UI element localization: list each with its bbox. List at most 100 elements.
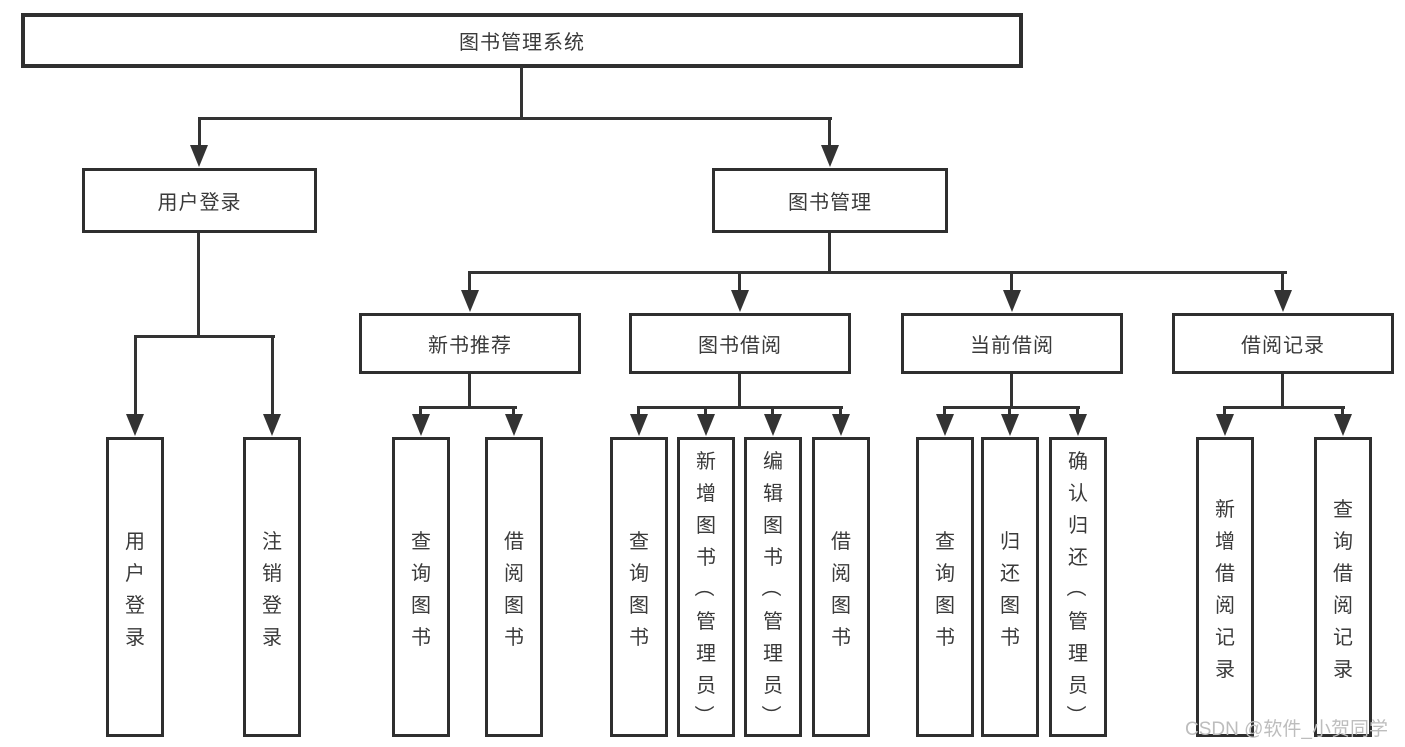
vertical-char: 编: [763, 450, 783, 473]
vertical-char: ）: [1064, 705, 1087, 725]
connector-recommend-trunk: [468, 374, 471, 408]
vertical-char: 图: [696, 514, 716, 537]
vertical-char: 借: [504, 530, 524, 553]
connector-stem: [839, 406, 842, 416]
vertical-char: 员: [1068, 674, 1088, 697]
vertical-char: （: [1064, 577, 1087, 597]
vertical-char: 书: [763, 546, 783, 569]
vertical-char: 询: [629, 562, 649, 585]
arrowhead-icon: [1274, 290, 1292, 312]
vertical-char: 还: [1068, 546, 1088, 569]
connector-borrow-trunk: [738, 374, 741, 408]
vertical-char: 查: [411, 530, 431, 553]
connector-stem: [134, 335, 137, 415]
arrowhead-icon: [936, 414, 954, 436]
vertical-char: 阅: [831, 562, 851, 585]
node-current-borrow: 当前借阅: [901, 313, 1123, 374]
connector-bookmgmt-trunk: [828, 233, 831, 274]
connector-stem: [771, 406, 774, 416]
arrowhead-icon: [832, 414, 850, 436]
connector-stem: [198, 117, 201, 149]
connector-current-split: [943, 406, 1080, 409]
connector-root-trunk: [520, 66, 523, 119]
vertical-char: 书: [696, 546, 716, 569]
connector-stem: [271, 335, 274, 415]
connector-userlogin-split: [134, 335, 275, 338]
vertical-char: 归: [1000, 530, 1020, 553]
watermark: CSDN @软件_小贺同学: [1185, 719, 1388, 740]
connector-recommend-split: [419, 406, 517, 409]
vertical-char: 图: [1000, 594, 1020, 617]
arrowhead-icon: [1334, 414, 1352, 436]
vertical-char: 图: [935, 594, 955, 617]
leaf-confirm-return-admin: 确认归还（管理员）: [1049, 437, 1107, 737]
vertical-char: 管: [696, 610, 716, 633]
leaf-query-borrow-record: 查询借阅记录: [1314, 437, 1372, 737]
leaf-user-login: 用户登录: [106, 437, 164, 737]
node-label: 图书借阅: [698, 335, 782, 357]
vertical-char: 登: [125, 594, 145, 617]
arrowhead-icon: [1003, 290, 1021, 312]
vertical-char: 询: [411, 562, 431, 585]
node-new-book-recommend: 新书推荐: [359, 313, 581, 374]
leaf-query-books-current: 查询图书: [916, 437, 974, 737]
node-borrow-records: 借阅记录: [1172, 313, 1394, 374]
arrowhead-icon: [126, 414, 144, 436]
vertical-char: 图: [504, 594, 524, 617]
vertical-char: 确: [1068, 450, 1088, 473]
vertical-char: 查: [935, 530, 955, 553]
leaf-borrow-books-recommend: 借阅图书: [485, 437, 543, 737]
arrowhead-icon: [764, 414, 782, 436]
vertical-char: 新: [1215, 498, 1235, 521]
connector-borrow-split: [637, 406, 843, 409]
vertical-char: 书: [629, 626, 649, 649]
connector-stem: [943, 406, 946, 416]
vertical-char: 阅: [1333, 594, 1353, 617]
vertical-char: 书: [935, 626, 955, 649]
arrowhead-icon: [1001, 414, 1019, 436]
connector-stem: [468, 271, 471, 292]
vertical-char: 查: [1333, 498, 1353, 521]
leaf-borrow-books: 借阅图书: [812, 437, 870, 737]
vertical-char: ）: [692, 705, 715, 725]
node-book-management: 图书管理: [712, 168, 948, 233]
vertical-char: 还: [1000, 562, 1020, 585]
vertical-char: 登: [262, 594, 282, 617]
vertical-char: 增: [1215, 530, 1235, 553]
vertical-char: 记: [1333, 626, 1353, 649]
node-label: 图书管理系统: [459, 32, 585, 54]
vertical-char: 图: [629, 594, 649, 617]
vertical-char: 理: [1068, 642, 1088, 665]
vertical-char: 销: [262, 562, 282, 585]
connector-userlogin-trunk: [197, 233, 200, 338]
vertical-char: （: [759, 577, 782, 597]
vertical-char: 记: [1215, 626, 1235, 649]
arrowhead-icon: [630, 414, 648, 436]
arrowhead-icon: [412, 414, 430, 436]
connector-stem: [637, 406, 640, 416]
vertical-char: 借: [1333, 562, 1353, 585]
leaf-add-books-admin: 新增图书（管理员）: [677, 437, 735, 737]
vertical-char: 查: [629, 530, 649, 553]
connector-current-trunk: [1010, 374, 1013, 408]
vertical-char: 阅: [504, 562, 524, 585]
arrowhead-icon: [1069, 414, 1087, 436]
vertical-char: 借: [831, 530, 851, 553]
vertical-char: 理: [696, 642, 716, 665]
vertical-char: 新: [696, 450, 716, 473]
node-label: 当前借阅: [970, 335, 1054, 357]
connector-stem: [738, 271, 741, 292]
connector-records-trunk: [1281, 374, 1284, 408]
connector-stem: [419, 406, 422, 416]
vertical-char: 认: [1068, 482, 1088, 505]
vertical-char: 书: [831, 626, 851, 649]
vertical-char: 员: [696, 674, 716, 697]
connector-root-split: [198, 117, 832, 120]
connector-stem: [1223, 406, 1226, 416]
node-label: 用户登录: [157, 192, 242, 214]
connector-stem: [1010, 271, 1013, 292]
connector-stem: [1008, 406, 1011, 416]
vertical-char: 询: [1333, 530, 1353, 553]
node-root-library-system: 图书管理系统: [21, 13, 1023, 68]
